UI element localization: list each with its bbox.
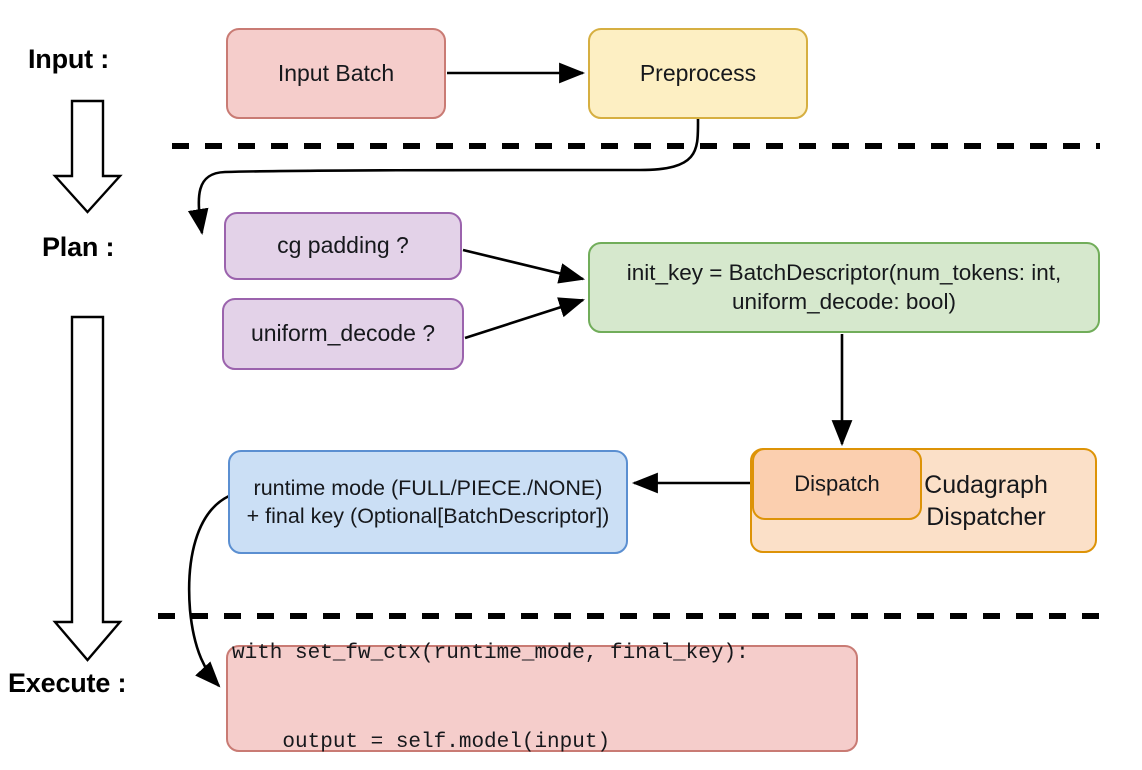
node-cg-padding-label: cg padding ?: [277, 232, 409, 259]
node-dispatch-label: Dispatch: [794, 470, 880, 496]
edge-uniform-decode-to-init-key: [464, 297, 585, 340]
node-runtime-mode-line2: + final key (Optional[BatchDescriptor]): [246, 504, 610, 528]
node-cudagraph-dispatcher-line1: Cudagraph: [924, 470, 1048, 499]
stage-label-execute: Execute :: [8, 668, 127, 698]
code-block-line2: output = self.model(input): [232, 731, 611, 755]
node-dispatch[interactable]: Dispatch: [752, 448, 922, 520]
stage-label-plan: Plan :: [42, 232, 115, 262]
node-cg-padding[interactable]: cg padding ?: [224, 212, 462, 280]
plan-to-execute-flow-arrow: [52, 315, 123, 662]
node-code-block[interactable]: with set_fw_ctx(runtime_mode, final_key)…: [226, 642, 858, 754]
stage-label-input: Input :: [28, 44, 110, 74]
node-preprocess[interactable]: Preprocess: [588, 28, 808, 119]
edge-cg-padding-to-init-key: [462, 248, 586, 284]
node-uniform-decode[interactable]: uniform_decode ?: [222, 298, 464, 370]
node-init-key[interactable]: init_key = BatchDescriptor(num_tokens: i…: [588, 242, 1100, 333]
node-init-key-line1: init_key = BatchDescriptor(num_tokens: i…: [626, 259, 1062, 285]
edge-runtime-mode-to-code-block: [187, 494, 230, 688]
node-init-key-line2: uniform_decode: bool): [732, 288, 956, 314]
node-preprocess-label: Preprocess: [639, 59, 757, 86]
node-uniform-decode-label: uniform_decode ?: [250, 320, 436, 347]
node-runtime-mode-line1: runtime mode (FULL/PIECE./NONE): [253, 475, 603, 500]
node-runtime-mode[interactable]: runtime mode (FULL/PIECE./NONE) + final …: [228, 450, 628, 554]
node-input-batch[interactable]: Input Batch: [226, 28, 446, 119]
input-to-plan-flow-arrow: [52, 99, 123, 214]
code-block-line1: with set_fw_ctx(runtime_mode, final_key)…: [232, 641, 749, 665]
node-cudagraph-dispatcher-line2: Dispatcher: [926, 502, 1046, 531]
node-input-batch-label: Input Batch: [277, 59, 395, 86]
